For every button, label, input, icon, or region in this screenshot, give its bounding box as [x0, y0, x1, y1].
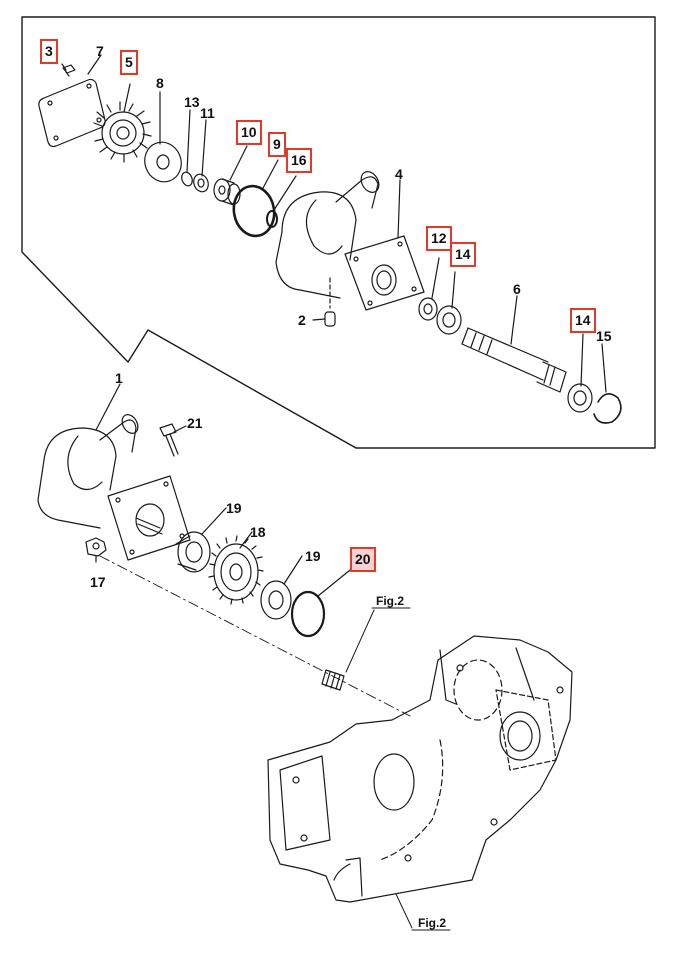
part-14-bearing: [436, 305, 462, 335]
label-part-12: 12: [426, 226, 452, 251]
label-part-10: 10: [236, 120, 262, 145]
label-part-4: 4: [395, 166, 403, 182]
part-2-pin: [324, 311, 336, 327]
label-part-3: 3: [40, 39, 58, 64]
part-5-impeller: [93, 101, 152, 163]
detail-frame: [21, 16, 656, 449]
label-part-7: 7: [96, 43, 104, 59]
part-4-pump-housing: [275, 171, 425, 311]
label-part-18: 18: [250, 524, 266, 540]
label-part-8: 8: [156, 75, 164, 91]
label-part-17: 17: [90, 574, 106, 590]
part-18-gear: [208, 535, 264, 605]
part-14-bearing-right: [567, 383, 593, 413]
part-15-circlip: [593, 393, 622, 424]
label-part-19-right: 19: [305, 548, 321, 564]
label-part-2: 2: [298, 312, 306, 328]
label-part-20: 20: [350, 547, 376, 572]
label-part-19-left: 19: [226, 500, 242, 516]
part-9-o-ring: [232, 184, 276, 238]
assembly-centerline: [99, 555, 411, 717]
part-12-seal: [418, 297, 438, 321]
part-8-wear-plate: [144, 141, 182, 183]
fig-ref-lower: Fig.2: [418, 916, 447, 930]
part-17-nut: [85, 537, 107, 557]
part-6-shaft: [461, 327, 567, 393]
part-19-bearing-left: [175, 531, 211, 573]
label-part-14-lower: 14: [570, 308, 596, 333]
stud-bolt: [321, 669, 345, 691]
label-part-21: 21: [187, 415, 203, 431]
part-3-bolt: [62, 64, 76, 77]
part-13-ring: [181, 171, 193, 187]
label-part-11: 11: [200, 105, 215, 121]
part-7-cover-plate: [38, 78, 106, 148]
label-part-14-upper: 14: [450, 242, 476, 267]
label-part-6: 6: [513, 281, 521, 297]
part-1-pump-assembly: [37, 414, 191, 561]
part-20-o-ring: [290, 590, 326, 638]
label-part-5: 5: [120, 50, 138, 75]
part-19-bearing-right: [260, 580, 292, 620]
label-part-13: 13: [184, 94, 200, 110]
label-part-9: 9: [268, 132, 286, 157]
part-16-o-ring: [266, 210, 278, 228]
part-21-bolt: [159, 423, 179, 457]
label-part-15: 15: [596, 328, 612, 344]
part-11-ring: [193, 173, 209, 193]
gear-case-cover: [267, 635, 573, 903]
fig-ref-upper: Fig.2: [376, 594, 405, 608]
label-part-16: 16: [286, 148, 312, 173]
label-part-1: 1: [115, 370, 123, 386]
